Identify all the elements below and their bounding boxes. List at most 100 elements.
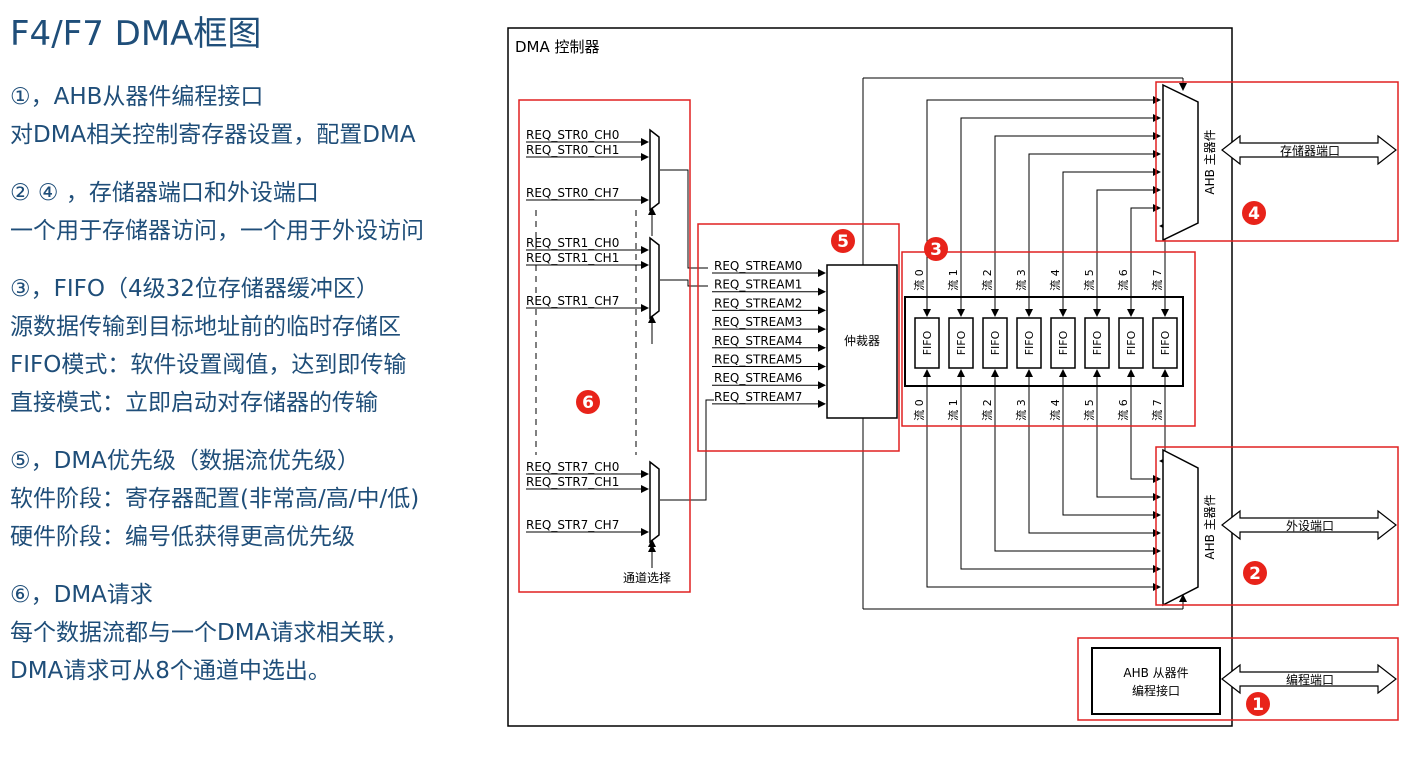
fifo-box [1084,317,1110,369]
fifo-label: FIFO [1159,330,1172,355]
fifo-box [1152,317,1178,369]
mux-input-label: REQ_STR1_CH0 [526,236,619,250]
ahb-slave-label-line1: AHB 从器件 [1123,666,1188,680]
marker-badge [1246,692,1270,716]
note-line: ③，FIFO（4级32位存储器缓冲区） [10,276,379,302]
fifo-label: FIFO [989,330,1002,355]
stream-request-label: REQ_STREAM5 [714,353,802,367]
fifo-label: FIFO [1091,330,1104,355]
flow-line-peripheral [1062,386,1161,519]
flow-line-peripheral [994,386,1161,555]
arbiter-label: 仲裁器 [844,334,880,348]
highlight-box-6 [518,99,691,593]
flow-line-memory [1028,150,1161,297]
flow-line-memory [1096,186,1161,297]
memory-port-label: 存储器端口 [1280,143,1340,158]
flow-line-memory [960,114,1161,297]
peripheral-port-arrow [1221,509,1397,541]
flow-label-bottom: 流 7 [1150,399,1164,421]
flow-label-top: 流 0 [912,269,926,291]
highlight-box-3 [901,251,1196,427]
stream-request-label: REQ_STREAM0 [714,259,802,273]
ahb-master-label-peripheral: AHB 主器件 [1203,494,1217,559]
channel-mux-group: REQ_STR0_CH0REQ_STR0_CH1REQ_STR0_CH7REQ_… [526,128,714,568]
channel-mux [649,236,660,320]
flow-label-top: 流 3 [1014,269,1028,291]
mux-input-label: REQ_STR7_CH7 [526,518,619,532]
ahb-master-label-memory: AHB 主器件 [1203,129,1217,194]
channel-select-label: 通道选择 [623,571,671,585]
flow-line-peripheral [960,386,1161,573]
stream-request-label: REQ_STREAM1 [714,278,802,292]
note-line: 源数据传输到目标地址前的临时存储区 [10,314,401,340]
flow-line-memory [1062,168,1161,297]
dma-controller-box [507,27,1233,727]
mux-input-label: REQ_STR1_CH1 [526,251,619,265]
notes-panel: ①，AHB从器件编程接口 对DMA相关控制寄存器设置，配置DMA ② ④ ，存储… [10,78,505,690]
mux-input-label: REQ_STR7_CH0 [526,460,619,474]
program-port-label: 编程端口 [1286,672,1334,687]
fifo-label: FIFO [955,330,968,355]
fifo-box [982,317,1008,369]
flow-label-top: 流 2 [980,269,994,291]
highlight-box-5 [697,223,900,452]
flow-line-peripheral [1130,386,1161,483]
marker-badge [924,237,948,261]
note-line: 硬件阶段：编号低获得更高优先级 [10,524,355,550]
note-line: ⑤，DMA优先级（数据流优先级） [10,448,360,474]
memory-port-arrow [1221,134,1397,166]
stream-request-label: REQ_STREAM3 [714,315,802,329]
flow-label-top: 流 6 [1116,269,1130,291]
mux-input-label: REQ_STR0_CH7 [526,186,619,200]
flow-label-bottom: 流 3 [1014,399,1028,421]
program-port-arrow [1221,663,1397,695]
note-line: 每个数据流都与一个DMA请求相关联， [10,620,409,646]
fifo-box [1050,317,1076,369]
flow-label-bottom: 流 4 [1048,399,1062,421]
flow-line-memory [926,96,1161,297]
flow-label-top: 流 1 [946,269,960,291]
marker-badge [1243,561,1267,585]
channel-mux [649,460,660,544]
flow-line-peripheral [1028,386,1161,537]
marker-badge [576,390,600,414]
stream-request-group: REQ_STREAM0REQ_STREAM1REQ_STREAM2REQ_STR… [712,259,826,408]
stream-request-label: REQ_STREAM4 [714,334,802,348]
flow-line-memory [1130,204,1161,297]
marker-number: 5 [837,232,849,252]
fifo-label: FIFO [1125,330,1138,355]
mux-input-label: REQ_STR7_CH1 [526,475,619,489]
mux-input-label: REQ_STR0_CH1 [526,143,619,157]
note-line: FIFO模式：软件设置阈值，达到即传输 [10,352,407,378]
stream-request-label: REQ_STREAM6 [714,371,802,385]
highlight-box-1 [1077,637,1399,721]
flow-label-top: 流 7 [1150,269,1164,291]
marker-number: 4 [1248,204,1260,224]
note-line: DMA请求可从8个通道中选出。 [10,658,331,684]
marker-number: 6 [582,393,594,413]
flow-label-bottom: 流 2 [980,399,994,421]
note-line: ①，AHB从器件编程接口 [10,84,264,110]
fifo-label: FIFO [1023,330,1036,355]
highlight-box-2 [1155,446,1399,606]
ahb-master-memory-mux [1162,83,1199,242]
highlight-box-4 [1155,81,1399,242]
flow-label-top: 流 4 [1048,269,1062,291]
channel-mux [649,128,660,212]
note-line: 软件阶段：寄存器配置(非常高/高/中/低) [10,486,420,512]
fifo-box [1016,317,1042,369]
flow-label-bottom: 流 1 [946,399,960,421]
page-title: F4/F7 DMA框图 [10,14,262,54]
fifo-label: FIFO [1057,330,1070,355]
mux-input-label: REQ_STR0_CH0 [526,128,619,142]
fifo-outer-box [904,296,1184,387]
fifo-label: FIFO [921,330,934,355]
marker-number: 3 [930,240,942,260]
ahb-slave-box [1091,647,1221,715]
peripheral-port-label: 外设端口 [1286,519,1334,533]
flow-label-bottom: 流 5 [1082,399,1096,421]
note-line: 直接模式：立即启动对存储器的传输 [10,390,378,416]
note-line: 一个用于存储器访问，一个用于外设访问 [10,218,424,244]
marker-number: 1 [1252,695,1264,715]
